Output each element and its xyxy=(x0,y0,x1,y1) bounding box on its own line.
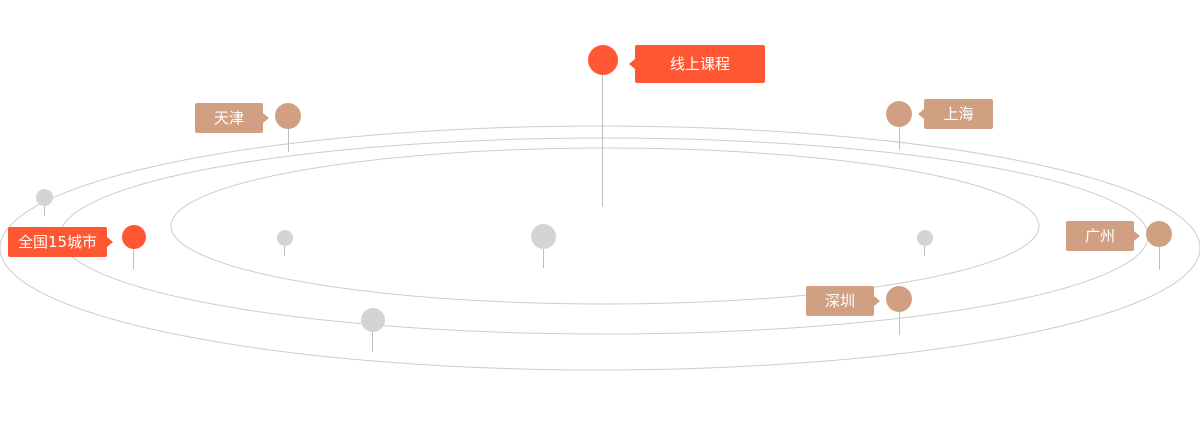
pin-stem xyxy=(1159,241,1160,270)
middle-orbit xyxy=(59,137,1149,335)
label-online-courses[interactable]: 线上课程 xyxy=(629,45,765,83)
label-shanghai-text: 上海 xyxy=(943,105,974,123)
outer-orbit xyxy=(0,125,1200,371)
label-shanghai[interactable]: 上海 xyxy=(918,99,993,129)
label-online-courses-text: 线上课程 xyxy=(669,55,730,73)
label-national-15-cities-text: 全国15城市 xyxy=(17,233,98,251)
label-guangzhou-text: 广州 xyxy=(1084,227,1115,245)
pin-dot xyxy=(122,225,146,249)
inner-orbit xyxy=(170,147,1040,305)
pin-dot xyxy=(588,45,618,75)
pin-stem xyxy=(133,243,134,269)
pin-stem xyxy=(288,123,289,152)
pin-stem xyxy=(899,306,900,335)
pin-dot xyxy=(275,103,301,129)
pin-dot xyxy=(886,286,912,312)
label-tianjin[interactable]: 天津 xyxy=(195,103,269,133)
pin-dot xyxy=(886,101,912,127)
label-shenzhen[interactable]: 深圳 xyxy=(806,286,880,316)
pin-stem xyxy=(602,65,603,207)
pin-stem xyxy=(899,121,900,150)
pin-dot xyxy=(1146,221,1172,247)
label-shenzhen-text: 深圳 xyxy=(824,292,855,310)
label-national-15-cities[interactable]: 全国15城市 xyxy=(8,227,113,257)
label-guangzhou[interactable]: 广州 xyxy=(1066,221,1140,251)
label-tianjin-text: 天津 xyxy=(213,109,244,127)
